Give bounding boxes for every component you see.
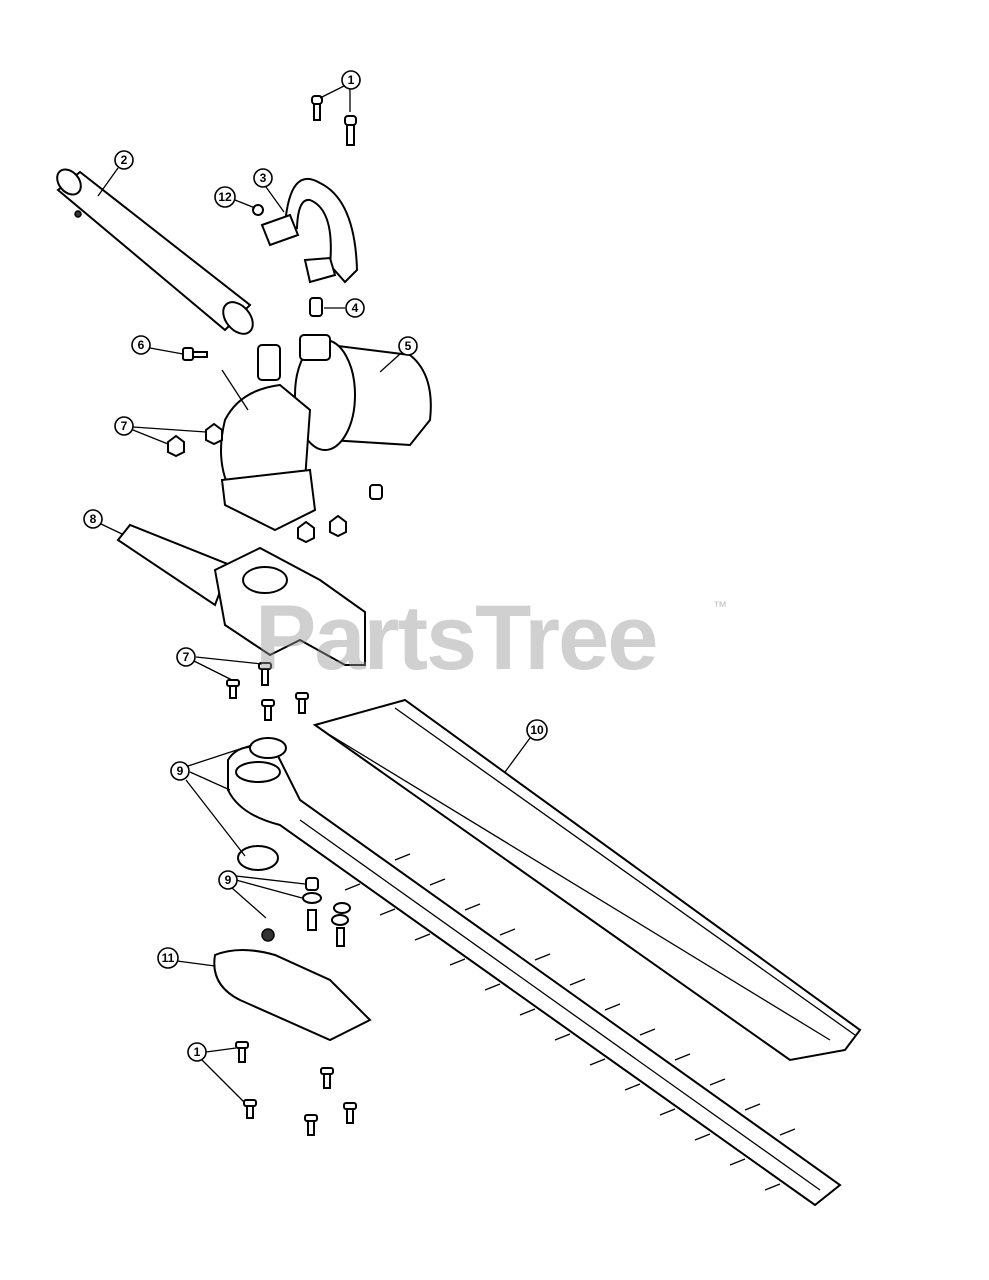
svg-text:7: 7 (121, 419, 128, 433)
screw-part-6 (182, 347, 208, 361)
callout-11: 11 (157, 947, 179, 969)
callout-3: 3 (253, 168, 273, 188)
shaft-tube-part-2 (56, 168, 254, 335)
svg-text:1: 1 (348, 73, 355, 87)
svg-text:6: 6 (138, 338, 145, 352)
screw-part-1-top (311, 95, 357, 146)
svg-text:10: 10 (530, 723, 544, 737)
callout-4: 4 (345, 298, 365, 318)
screw-part-7-lower (226, 662, 309, 721)
callout-9-upper: 9 (170, 761, 190, 781)
svg-text:7: 7 (183, 650, 190, 664)
guard-bracket-part-3 (260, 177, 359, 284)
svg-text:9: 9 (177, 764, 184, 778)
callout-2: 2 (114, 150, 134, 170)
trademark-symbol: ™ (713, 598, 727, 614)
callout-8: 8 (83, 509, 103, 529)
callout-10: 10 (526, 719, 548, 741)
callout-7-upper: 7 (114, 416, 134, 436)
gearbox-motor-part-5 (220, 334, 432, 544)
blade-guard-part-10 (312, 698, 862, 1062)
cover-plate-part-11 (213, 949, 372, 1042)
callout-5: 5 (398, 336, 418, 356)
partstree-watermark: PartsTree (255, 587, 658, 689)
callout-6: 6 (131, 335, 151, 355)
callout-1-bottom: 1 (187, 1042, 207, 1062)
hedge-blade-part-9 (227, 737, 842, 1207)
nut-part-12 (252, 204, 264, 216)
callout-9-lower: 9 (218, 870, 238, 890)
svg-text:2: 2 (121, 153, 128, 167)
callout-12: 12 (214, 186, 236, 208)
svg-text:9: 9 (225, 873, 232, 887)
nut-part-7-upper (167, 422, 223, 458)
svg-text:3: 3 (260, 171, 267, 185)
svg-text:5: 5 (405, 339, 412, 353)
svg-text:1: 1 (194, 1045, 201, 1059)
svg-text:8: 8 (90, 512, 97, 526)
gear-housing-part-8 (116, 523, 366, 666)
svg-text:12: 12 (218, 190, 232, 204)
spacer-part-4 (309, 297, 323, 317)
svg-text:11: 11 (162, 951, 175, 965)
leader-lines (97, 85, 531, 1103)
callout-1-top: 1 (341, 70, 361, 90)
screw-part-1-bottom (235, 1041, 357, 1136)
callout-7-lower: 7 (176, 647, 196, 667)
svg-text:4: 4 (352, 301, 359, 315)
